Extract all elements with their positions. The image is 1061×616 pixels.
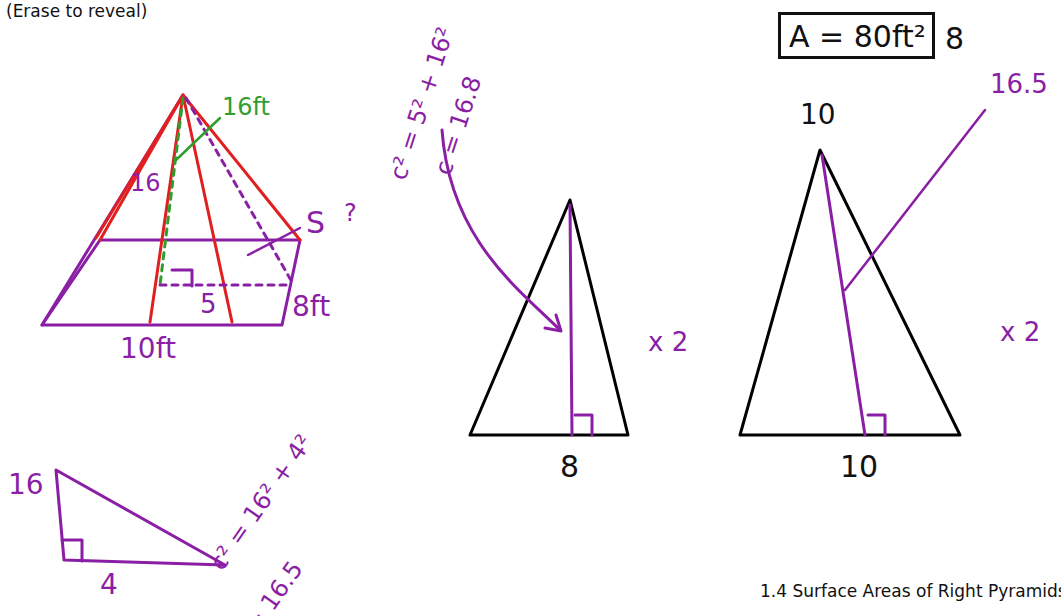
handwritten-label: ?: [344, 200, 357, 226]
handwritten-label: c² = 16² + 4²: [205, 430, 318, 575]
answer-box: A = 80ft²: [778, 12, 935, 59]
handwritten-label: 16.5: [990, 70, 1048, 99]
handwritten-label: 16: [130, 170, 161, 196]
handwritten-label: (Erase to reveal): [6, 2, 147, 21]
handwritten-label: 10: [800, 100, 836, 131]
handwritten-label: 4: [100, 570, 118, 601]
handwritten-label: 1.4 Surface Areas of Right Pyramids and …: [760, 582, 1061, 601]
handwritten-label: 8: [560, 450, 579, 483]
handwritten-label: 8: [945, 22, 964, 55]
handwritten-label: x 2: [648, 328, 688, 357]
handwritten-label: S: [306, 206, 325, 239]
answer-text: A = 80ft²: [789, 19, 926, 54]
handwritten-label: 16ft: [222, 94, 270, 120]
handwritten-label: 5: [200, 290, 217, 319]
handwritten-label: 10: [840, 450, 878, 483]
handwritten-label: 10ft: [120, 334, 176, 365]
handwritten-label: 16: [8, 470, 44, 501]
handwritten-label: 8ft: [292, 292, 330, 323]
handwritten-label: c = 16.5: [228, 556, 308, 616]
handwritten-label: x 2: [1000, 318, 1040, 347]
